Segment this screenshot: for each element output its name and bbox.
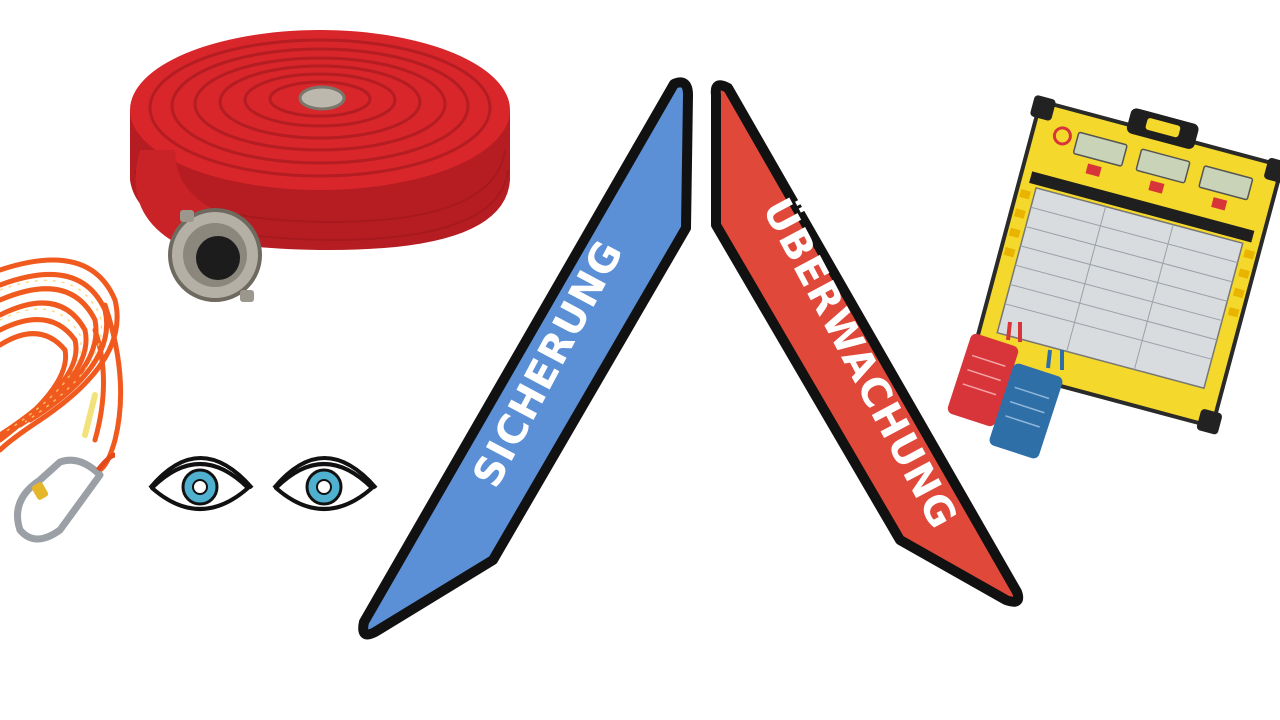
eye-icon [150, 458, 252, 509]
breathing-apparatus-board-icon [946, 82, 1280, 460]
rope-icon [0, 260, 121, 470]
carabiner-icon [18, 455, 116, 539]
fire-hose-icon [130, 30, 510, 302]
eye-icon [274, 458, 376, 509]
hose-coupling-icon [170, 210, 260, 302]
banner-ueberwachung-label: ÜBERWACHUNG [753, 190, 968, 537]
